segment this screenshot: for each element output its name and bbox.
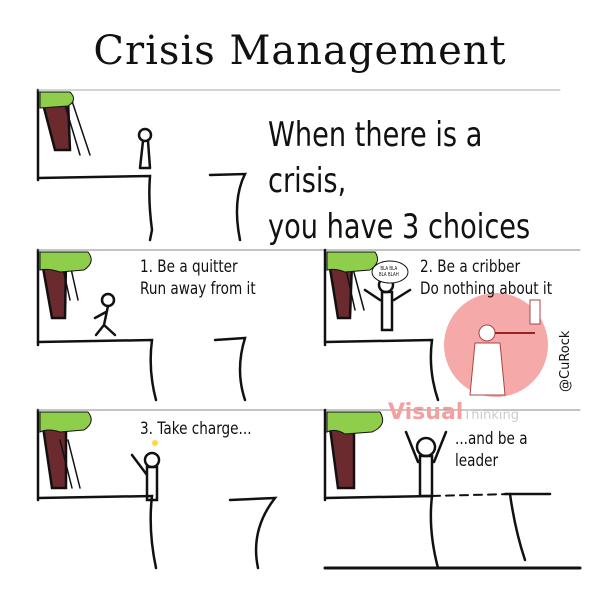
signature: @CuRock <box>558 330 573 392</box>
tree-leaves <box>39 91 74 109</box>
cliff-left <box>36 494 158 570</box>
tree-leaves <box>326 411 384 435</box>
tree <box>327 260 365 320</box>
cliff-right <box>213 336 247 402</box>
watermark: VisualThinking <box>388 400 519 425</box>
panel1-caption-1: 1. Be a quitter <box>140 257 238 277</box>
panel4-caption: ...and be a leader <box>455 429 528 471</box>
cliff-left <box>36 338 158 402</box>
cliff-left <box>36 174 154 242</box>
cliff-right <box>508 492 527 562</box>
intro-line-2: you have 3 choices <box>268 207 531 247</box>
cliff-left <box>323 494 440 570</box>
page-title: Crisis Management <box>93 28 507 74</box>
tree-leaves <box>39 411 92 433</box>
watermark-logo <box>444 293 548 397</box>
lightbulb-icon <box>152 440 158 446</box>
cliff-right <box>208 172 248 242</box>
tree <box>40 418 81 490</box>
tree <box>40 254 79 320</box>
tree <box>40 94 91 156</box>
panel1-caption-2: Run away from it <box>140 279 256 299</box>
bridge <box>431 493 511 497</box>
cliff-left <box>323 338 440 402</box>
cheering-figure <box>404 430 448 498</box>
speech-bubble <box>371 260 409 284</box>
shrugging-figure <box>363 276 412 332</box>
pointing-figure <box>130 451 161 502</box>
tree <box>327 418 356 490</box>
intro-line-1: When there is a crisis, <box>268 115 483 201</box>
speech-text: BLA BLA BLA BLAH <box>378 266 399 278</box>
worried-figure <box>137 127 153 170</box>
panel3-caption: 3. Take charge... <box>140 419 252 439</box>
tree-leaves <box>326 251 379 273</box>
panel2-caption-1: 2. Be a cribber <box>420 257 521 277</box>
cliff-right <box>228 496 278 570</box>
panel2-caption-2: Do nothing about it <box>420 279 553 299</box>
tree-leaves <box>39 251 92 273</box>
running-figure <box>93 292 117 337</box>
